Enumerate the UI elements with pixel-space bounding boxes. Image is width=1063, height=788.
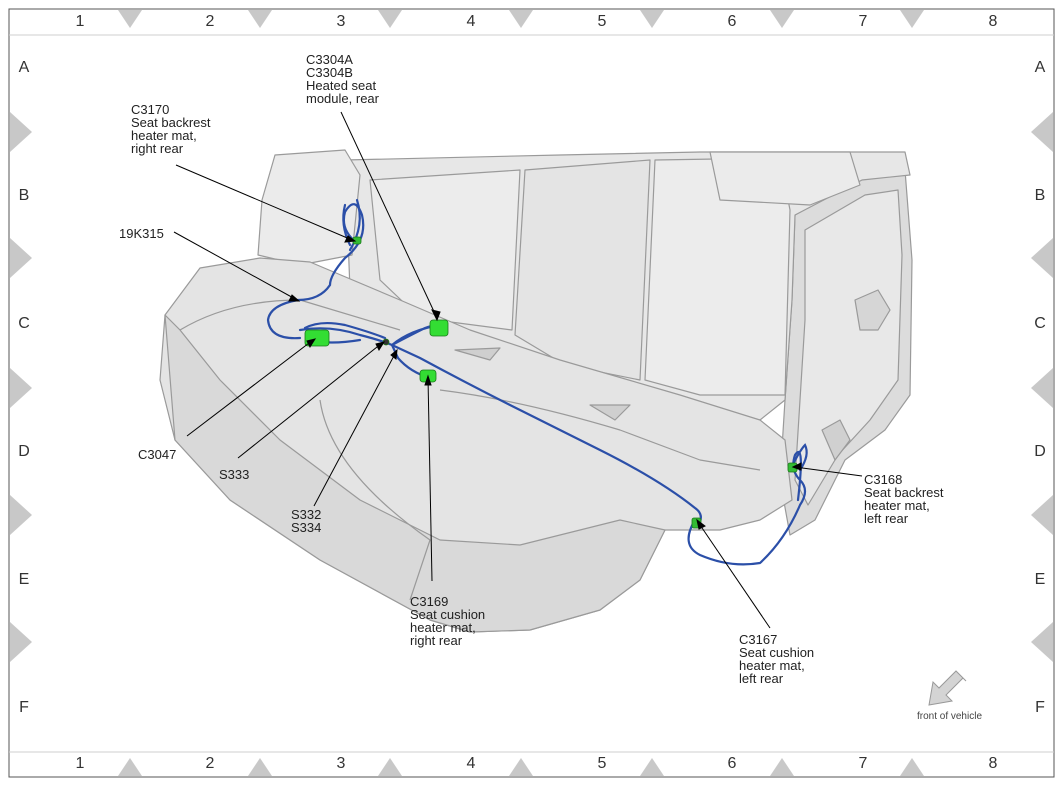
grid-col-8-top: 8	[988, 13, 998, 30]
left-border-markers	[10, 112, 32, 662]
grid-col-6-top: 6	[727, 13, 737, 30]
grid-col-1-top: 1	[75, 13, 85, 30]
grid-col-4-bottom: 4	[466, 755, 476, 772]
grid-col-2-top: 2	[205, 13, 215, 30]
grid-row-f-right: F	[1035, 699, 1045, 716]
top-border-markers	[118, 10, 924, 28]
callout-c3167: C3167 Seat cushion heater mat, left rear	[739, 632, 815, 686]
grid-row-d-left: D	[18, 443, 30, 460]
grid-col-8-bottom: 8	[988, 755, 998, 772]
grid-row-e-right: E	[1034, 571, 1046, 588]
harness-left-branch	[687, 450, 807, 566]
grid-row-d-right: D	[1034, 443, 1046, 460]
grid-col-5-top: 5	[597, 13, 607, 30]
grid-col-4-top: 4	[466, 13, 476, 30]
grid-row-c-left: C	[18, 315, 30, 332]
grid-row-a-left: A	[18, 59, 30, 76]
callout-c3170: C3170 Seat backrest heater mat, right re…	[131, 102, 211, 156]
grid-row-c-right: C	[1034, 315, 1046, 332]
callout-c3168: C3168 Seat backrest heater mat, left rea…	[864, 472, 944, 526]
bottom-border-markers	[118, 758, 924, 776]
grid-row-a-right: A	[1034, 59, 1046, 76]
front-of-vehicle-label: front of vehicle	[916, 711, 983, 722]
callout-s333: S333	[219, 467, 250, 482]
callout-c3169: C3169 Seat cushion heater mat, right rea…	[410, 594, 486, 648]
right-border-markers	[1031, 112, 1053, 662]
leader-lines	[173, 111, 863, 629]
grid-col-2-bottom: 2	[205, 755, 215, 772]
front-of-vehicle-arrow	[928, 670, 967, 706]
callout-c3304: C3304A C3304B Heated seat module, rear	[306, 52, 379, 106]
connector-c3304	[429, 319, 449, 337]
callout-c3047: C3047	[138, 447, 177, 462]
rear-seat-illustration	[159, 149, 913, 633]
callout-19k315: 19K315	[119, 226, 164, 241]
harness-main-trunk	[298, 327, 702, 527]
grid-row-e-left: E	[18, 571, 30, 588]
grid-col-7-bottom: 7	[858, 755, 868, 772]
grid-col-6-bottom: 6	[727, 755, 737, 772]
callout-s332-s334: S332 S334	[291, 507, 322, 535]
headrest	[257, 149, 361, 266]
grid-row-f-left: F	[19, 699, 29, 716]
grid-col-1-bottom: 1	[75, 755, 85, 772]
diagram-border	[8, 8, 1055, 778]
harness-backrest-right-branch	[266, 203, 365, 340]
grid-col-5-bottom: 5	[597, 755, 607, 772]
grid-row-b-right: B	[1034, 187, 1046, 204]
grid-row-b-left: B	[18, 187, 30, 204]
grid-col-3-bottom: 3	[336, 755, 346, 772]
grid-col-7-top: 7	[858, 13, 868, 30]
grid-col-3-top: 3	[336, 13, 346, 30]
